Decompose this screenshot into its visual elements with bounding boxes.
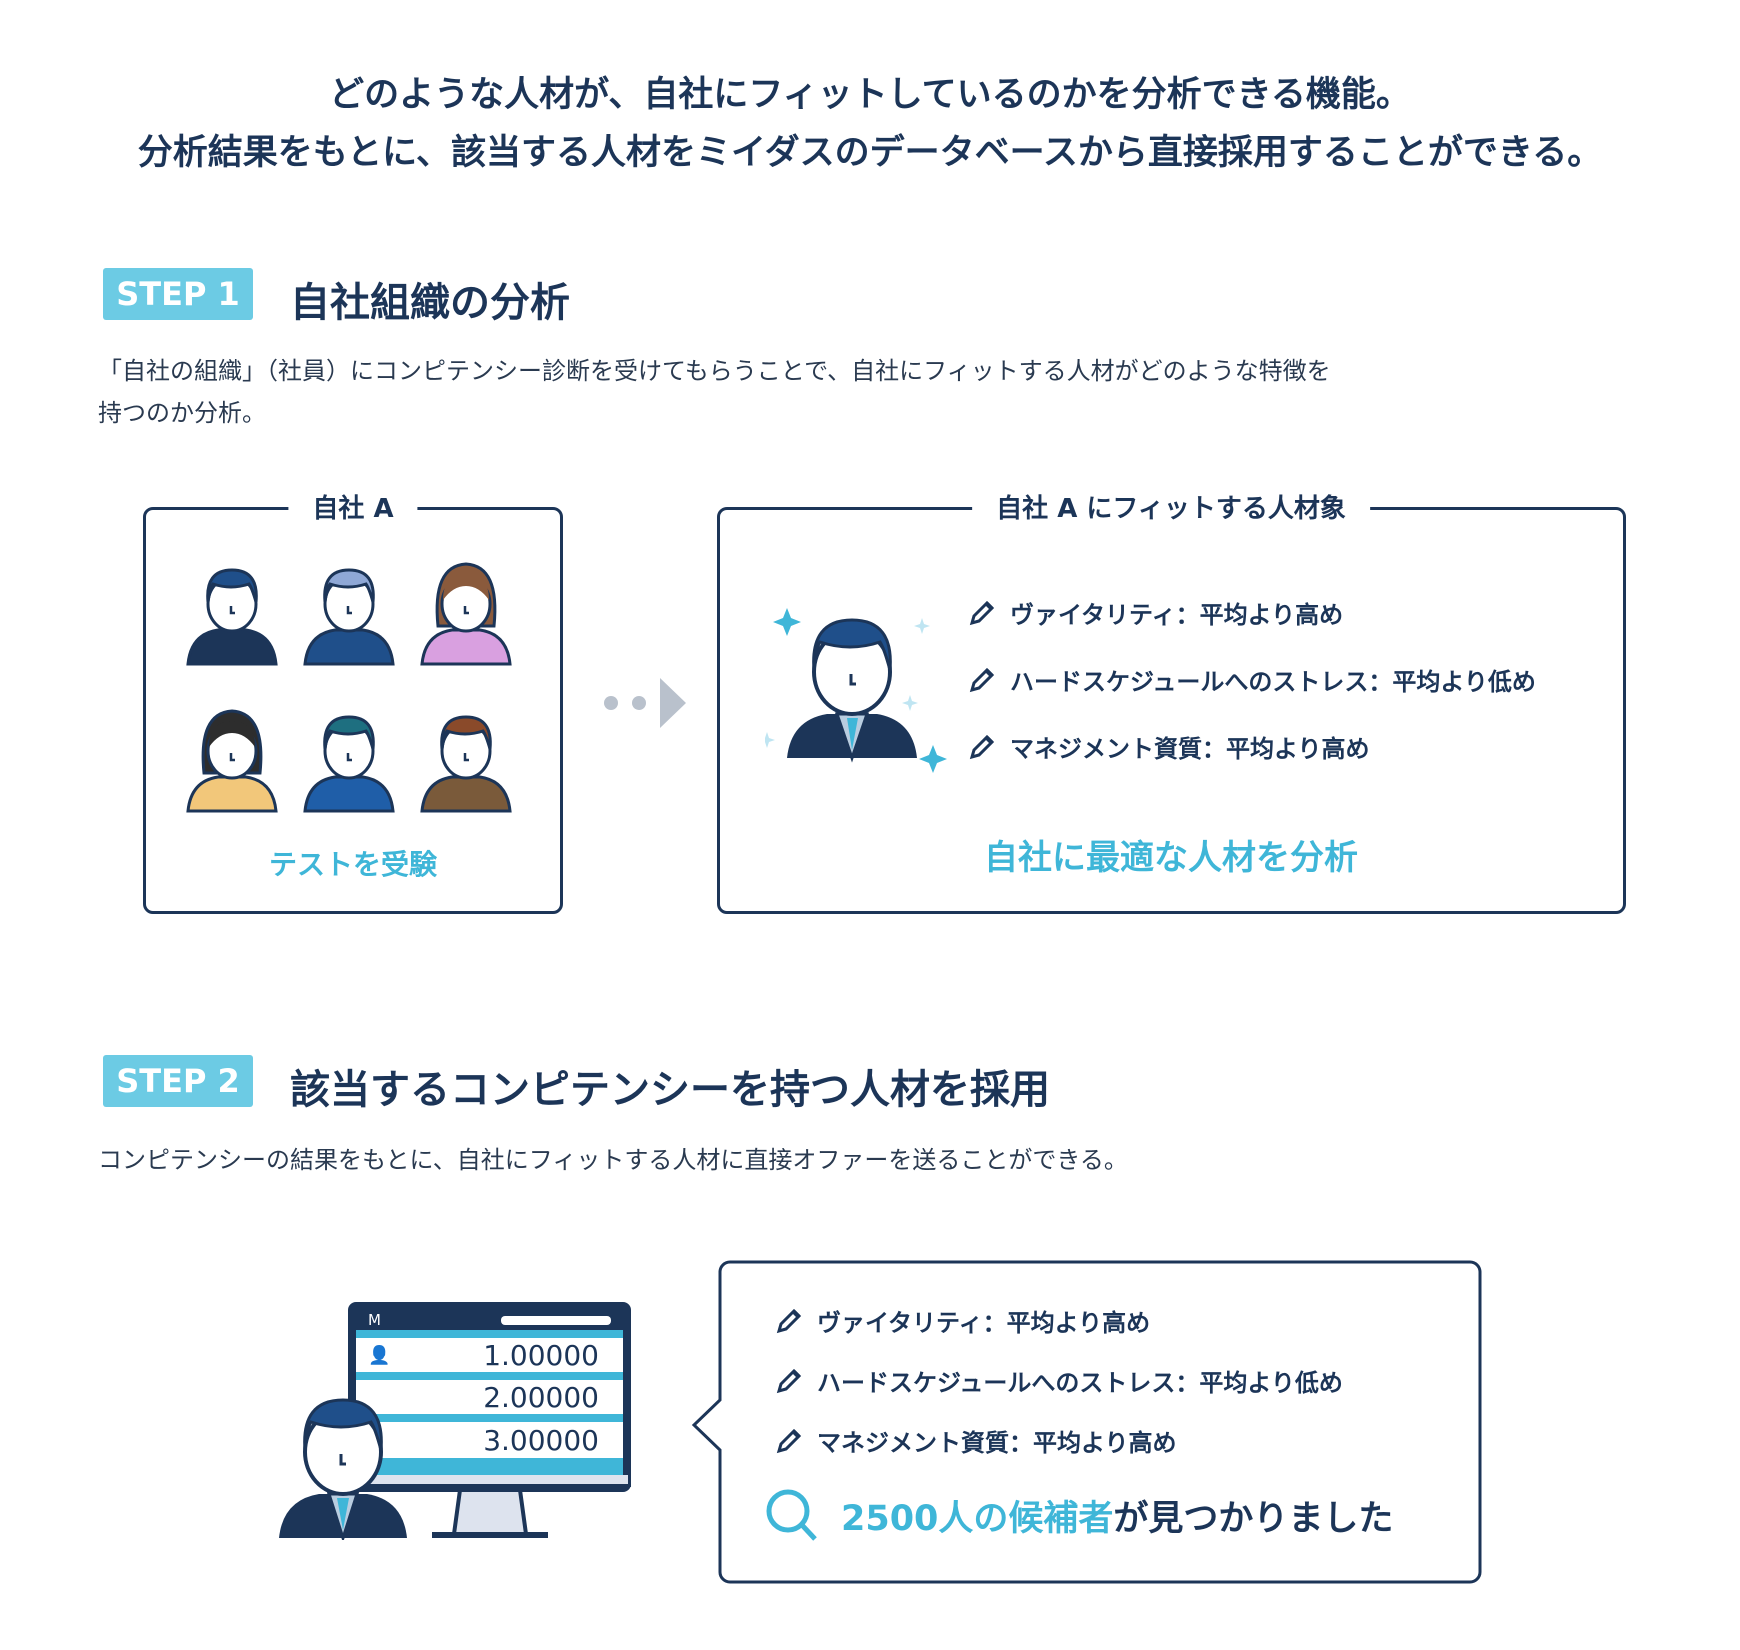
monitor-row: 👤1.00000 bbox=[356, 1338, 623, 1372]
intro-line-1: どのような人材が、自社にフィットしているのかを分析できる機能。 bbox=[329, 75, 1411, 115]
pencil-icon bbox=[776, 1308, 802, 1333]
result-trait-item: マネジメント資質：平均より高め bbox=[775, 1423, 1343, 1458]
candidate-count: 2500人の候補者が見つかりました bbox=[765, 1488, 1393, 1542]
result-speech-bubble bbox=[691, 1260, 1482, 1584]
result-trait-item: ハードスケジュールへのストレス：平均より低め bbox=[775, 1363, 1343, 1398]
fit-trait-text: ハードスケジュールへのストレス：平均より低め bbox=[1010, 668, 1536, 696]
candidate-count-rest: が見つかりました bbox=[1113, 1498, 1394, 1539]
pencil-icon bbox=[969, 734, 995, 759]
fit-trait-item: ヴァイタリティ：平均より高め bbox=[968, 595, 1536, 630]
monitor-stand bbox=[432, 1490, 548, 1538]
pencil-icon bbox=[776, 1368, 802, 1393]
employee-avatar bbox=[420, 562, 512, 666]
intro-line-2: 分析結果をもとに、該当する人材をミイダスのデータベースから直接採用することができ… bbox=[137, 133, 1603, 173]
result-trait-text: ハードスケジュールへのストレス：平均より低め bbox=[817, 1369, 1343, 1397]
fit-box-label: 自社 A にフィットする人材象 bbox=[972, 488, 1370, 525]
step2-badge: STEP 2 bbox=[103, 1055, 253, 1107]
monitor-row: 3.00000 bbox=[356, 1422, 623, 1458]
recruiter-illustration bbox=[279, 1398, 407, 1540]
step1-desc-1: 「自社の組織」（社員）にコンピテンシー診断を受けてもらうことで、自社にフィットす… bbox=[98, 357, 1331, 385]
fit-trait-item: ハードスケジュールへのストレス：平均より低め bbox=[968, 662, 1536, 697]
employee-avatar bbox=[186, 568, 278, 666]
result-trait-item: ヴァイタリティ：平均より高め bbox=[775, 1303, 1343, 1338]
ideal-person-illustration bbox=[765, 608, 947, 773]
pencil-icon bbox=[969, 600, 995, 625]
employee-avatar bbox=[303, 568, 395, 666]
user-icon: 👤 bbox=[368, 1344, 391, 1366]
employee-avatar bbox=[303, 715, 395, 813]
fit-trait-item: マネジメント資質：平均より高め bbox=[968, 729, 1536, 764]
employee-avatar bbox=[420, 715, 512, 813]
search-icon bbox=[766, 1489, 817, 1541]
company-box-label: 自社 A bbox=[288, 488, 418, 525]
fit-trait-text: ヴァイタリティ：平均より高め bbox=[1010, 601, 1344, 629]
fit-traits-list: ヴァイタリティ：平均より高め ハードスケジュールへのストレス：平均より低め マネ… bbox=[968, 595, 1536, 764]
result-trait-text: マネジメント資質：平均より高め bbox=[817, 1429, 1177, 1457]
candidate-count-highlight: 2500人の候補者 bbox=[841, 1498, 1114, 1539]
result-traits-list: ヴァイタリティ：平均より高め ハードスケジュールへのストレス：平均より低め マネ… bbox=[775, 1303, 1343, 1458]
monitor: M 👤1.00000 2.00000 3.00000 bbox=[348, 1302, 631, 1492]
fit-trait-text: マネジメント資質：平均より高め bbox=[1010, 735, 1370, 763]
step2-desc: コンピテンシーの結果をもとに、自社にフィットする人材に直接オファーを送ることがで… bbox=[98, 1146, 1128, 1174]
pencil-icon bbox=[969, 667, 995, 692]
step1-badge: STEP 1 bbox=[103, 268, 253, 320]
company-box-caption: テストを受験 bbox=[268, 848, 438, 881]
employee-avatar bbox=[186, 709, 278, 813]
arrow-icon bbox=[604, 678, 686, 728]
monitor-address-bar bbox=[501, 1315, 611, 1325]
step1-desc-2: 持つのか分析。 bbox=[98, 399, 266, 427]
monitor-row: 2.00000 bbox=[356, 1380, 623, 1414]
fit-box-caption: 自社に最適な人材を分析 bbox=[984, 838, 1358, 878]
monitor-logo: M bbox=[368, 1311, 381, 1329]
result-trait-text: ヴァイタリティ：平均より高め bbox=[817, 1309, 1151, 1337]
step1-heading: 自社組織の分析 bbox=[290, 280, 570, 326]
step2-heading: 該当するコンピテンシーを持つ人材を採用 bbox=[290, 1067, 1050, 1113]
pencil-icon bbox=[776, 1428, 802, 1453]
